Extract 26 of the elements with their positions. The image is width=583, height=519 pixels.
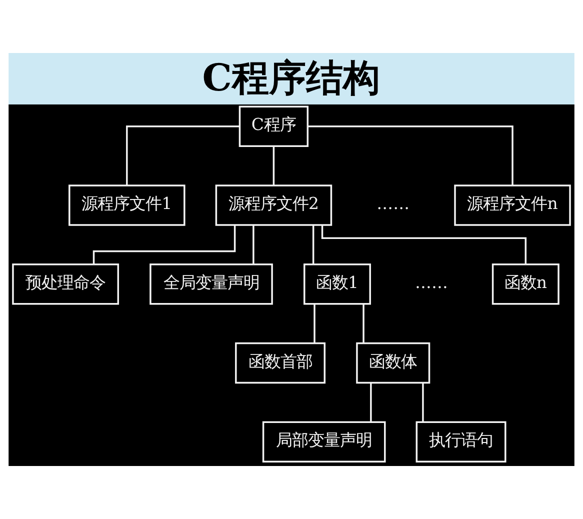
node-box: 函数首部 [235,342,326,384]
connector [252,225,254,264]
connector [312,225,314,264]
node-box: 源程序文件2 [215,184,332,226]
connector [308,126,514,186]
connector [362,304,364,343]
connector [422,382,424,422]
node-box: 函数n [492,264,560,305]
label: …… [415,272,448,292]
node-box: 执行语句 [416,421,506,462]
node-box: 函数体 [356,342,430,384]
node-box: 全局变量声明 [150,264,273,305]
connector [126,126,240,186]
node-box: C程序 [238,106,309,147]
connector [92,225,236,264]
label: …… [376,194,410,214]
node-box: 局部变量声明 [262,421,386,462]
connector [272,146,275,186]
connector [370,382,372,422]
node-box: 源程序文件n [454,184,571,226]
diagram-title: C程序结构 [202,55,380,100]
node-box: 预处理命令 [12,264,120,305]
node-box: 源程序文件1 [68,184,186,226]
connector [321,225,527,264]
connector [314,304,316,343]
node-box: 函数1 [304,264,371,305]
